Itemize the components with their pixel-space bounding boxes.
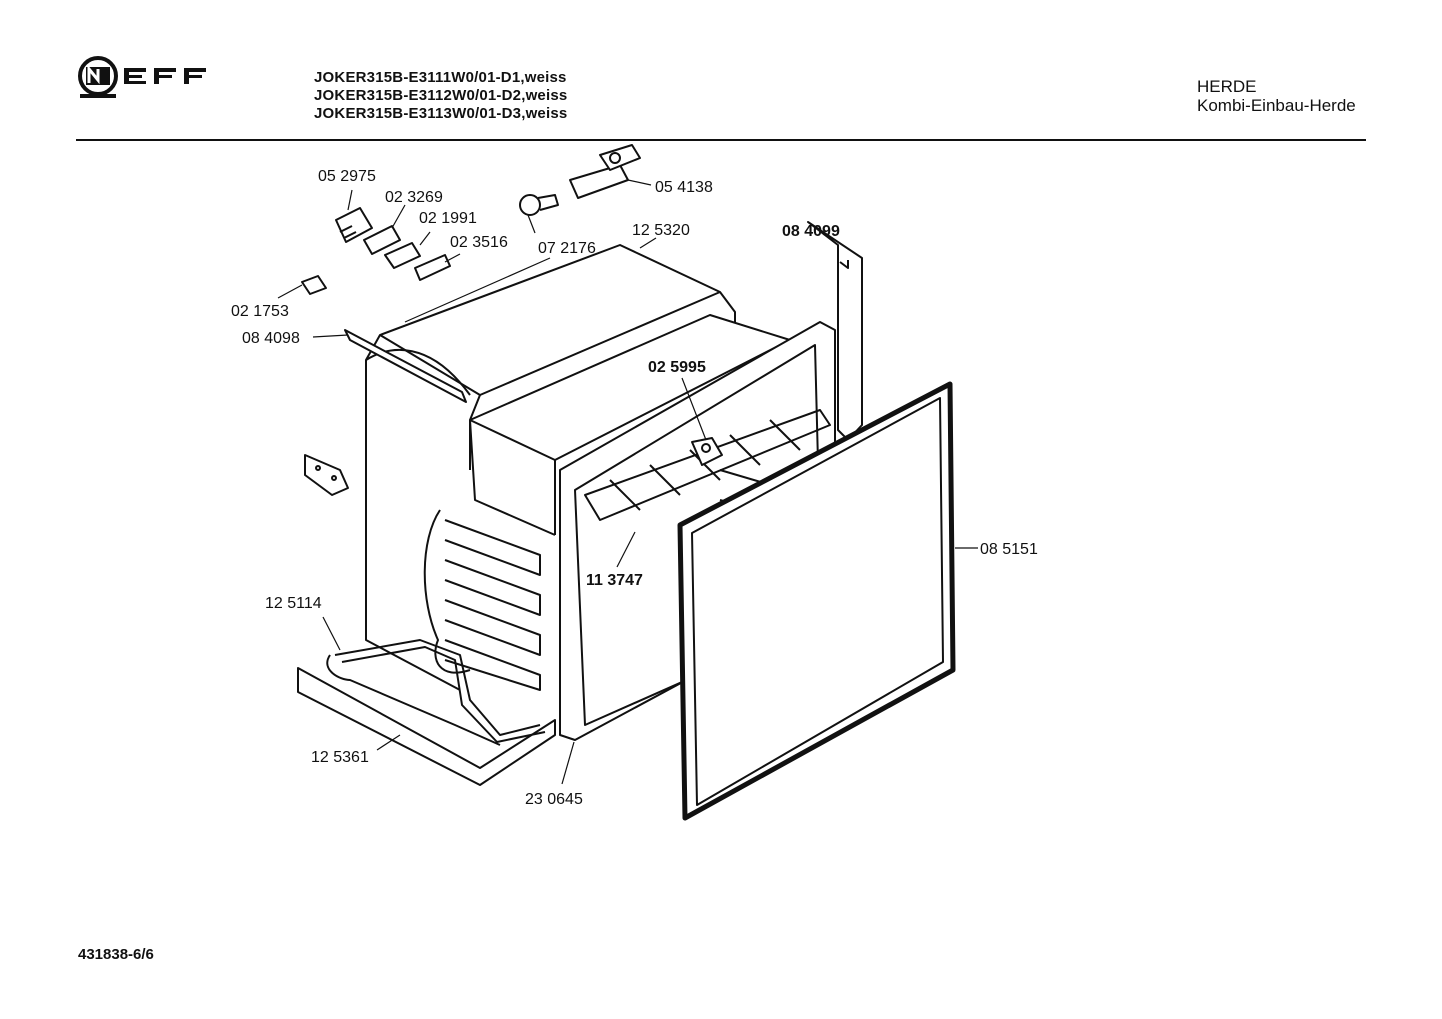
cable-duct	[344, 329, 467, 403]
model-line: JOKER315B-E3112W0/01-D2,weiss	[314, 87, 568, 104]
part-label: 12 5361	[311, 749, 369, 766]
part-label: 23 0645	[525, 791, 583, 808]
model-line: JOKER315B-E3111W0/01-D1,weiss	[314, 69, 567, 86]
lamp-bulb	[519, 194, 559, 216]
part-label: 02 1991	[419, 210, 477, 227]
part-label: 07 2176	[538, 240, 596, 257]
leader-lines	[277, 179, 978, 785]
side-rack	[423, 509, 541, 691]
model-list: JOKER315B-E3111W0/01-D1,weiss JOKER315B-…	[314, 69, 567, 123]
part-label: 08 5151	[980, 541, 1038, 558]
switch-assembly	[301, 207, 451, 295]
lamp-socket	[569, 144, 641, 199]
door-seal	[677, 381, 956, 821]
part-label: 05 4138	[655, 179, 713, 196]
heating-element	[334, 639, 546, 743]
part-label: 02 1753	[231, 303, 289, 320]
header-divider	[76, 139, 1366, 141]
neff-logo-icon	[78, 56, 206, 98]
part-label: 08 4098	[242, 330, 300, 347]
oven-rack	[584, 409, 831, 521]
part-label: 08 4099	[782, 223, 840, 240]
part-label: 11 3747	[586, 572, 643, 589]
category-title: HERDE	[1197, 77, 1257, 96]
part-label: 12 5114	[265, 595, 322, 612]
part-label: 12 5320	[632, 222, 690, 239]
category-block: HERDE Kombi-Einbau-Herde	[1197, 77, 1356, 115]
document-number: 431838-6/6	[78, 946, 154, 963]
oven-outer-casing	[365, 244, 736, 691]
part-labels: 05 2975 02 3269 02 1991 02 3516 02 1753 …	[231, 168, 1038, 808]
bottom-tray	[297, 654, 556, 786]
part-label: 02 3269	[385, 189, 443, 206]
part-label: 02 3516	[450, 234, 508, 251]
brand-logo	[74, 56, 234, 106]
category-subtitle: Kombi-Einbau-Herde	[1197, 96, 1356, 115]
hinge-bracket	[304, 454, 349, 496]
part-label: 02 5995	[648, 359, 706, 376]
part-label: 05 2975	[318, 168, 376, 185]
model-line: JOKER315B-E3113W0/01-D3,weiss	[314, 105, 568, 122]
